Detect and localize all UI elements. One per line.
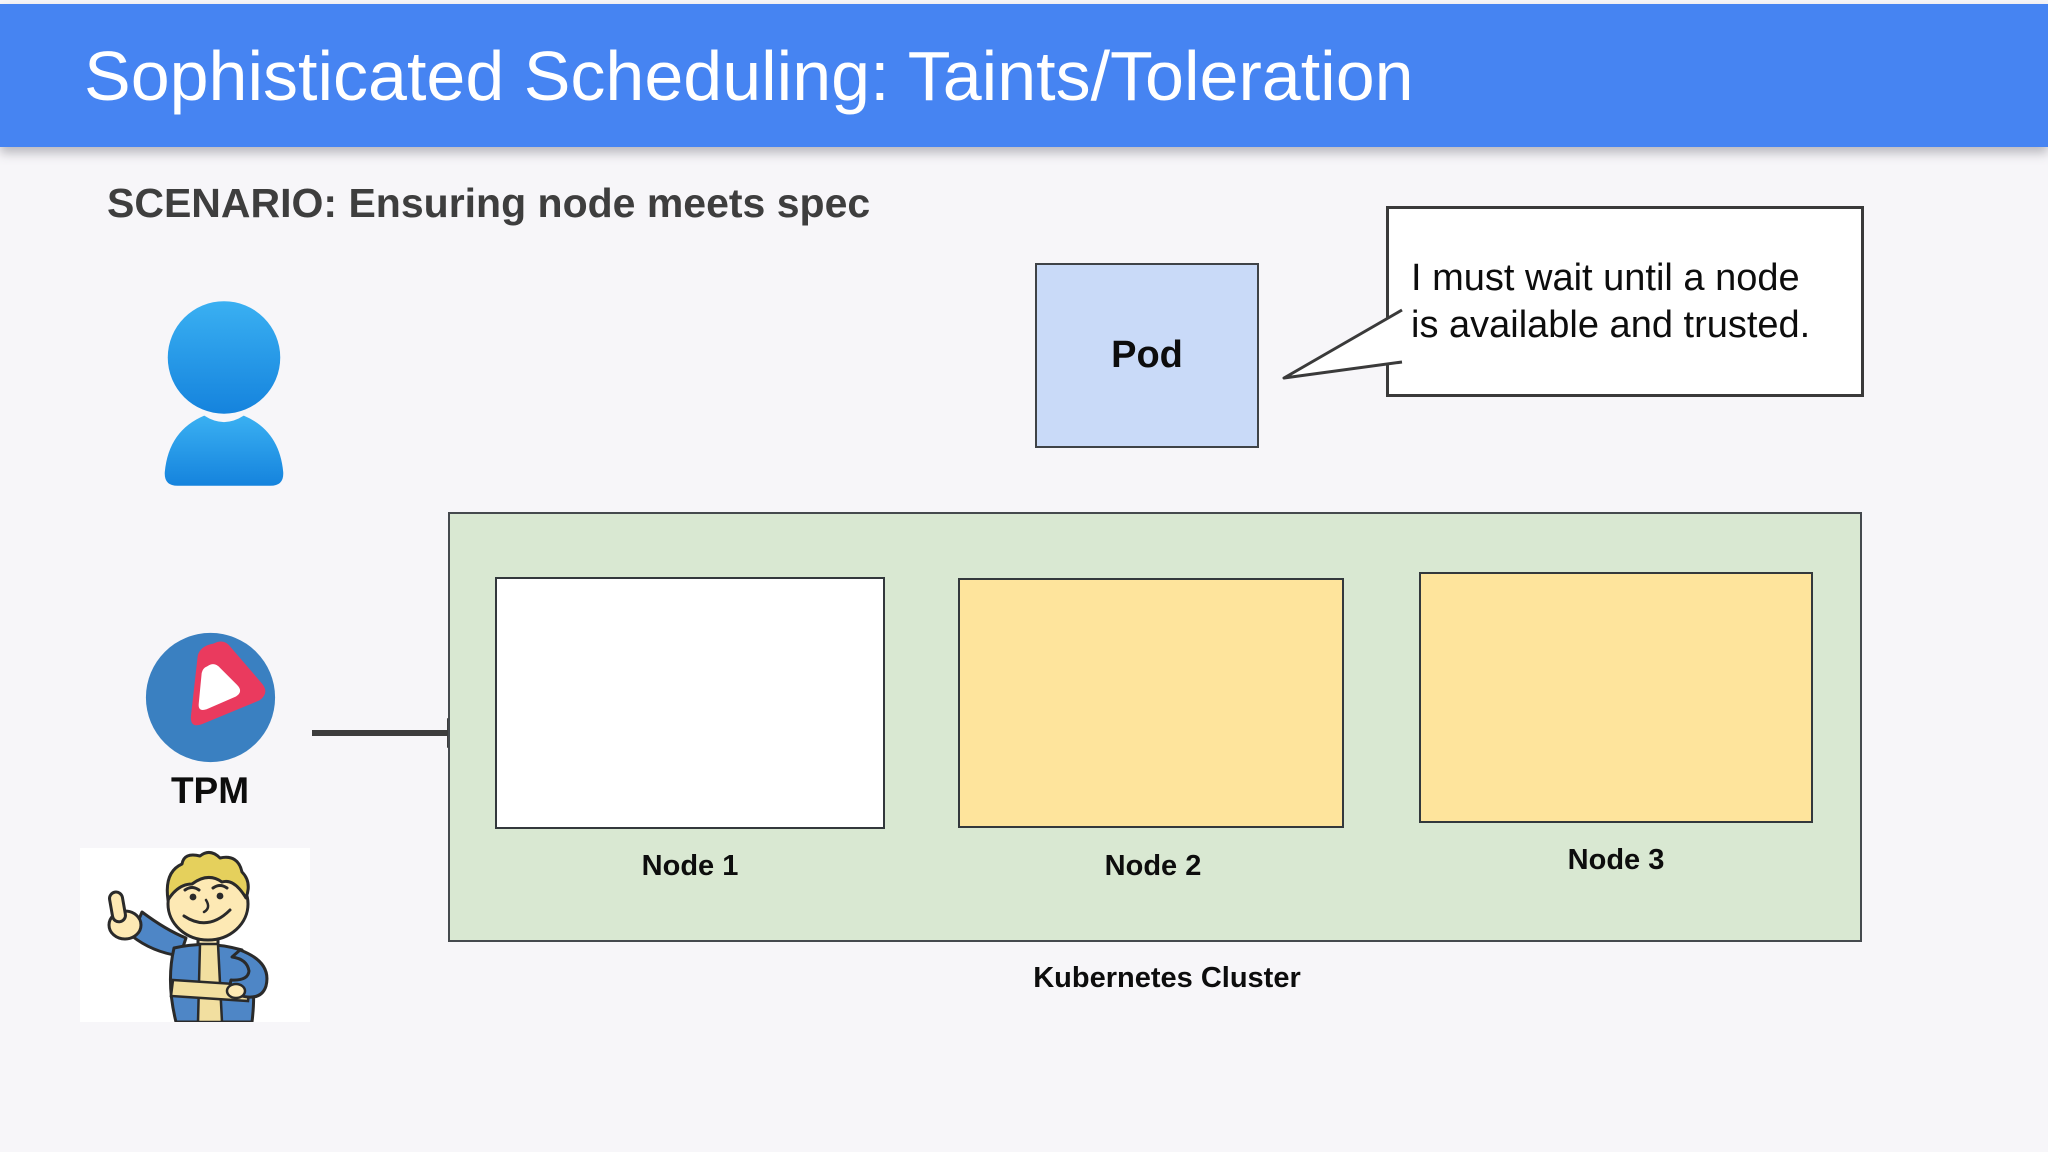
speech-bubble-tail: [1282, 308, 1403, 380]
user-silhouette-icon: [164, 301, 284, 486]
tpm-logo-icon: [145, 632, 276, 763]
scenario-heading: SCENARIO: Ensuring node meets spec: [107, 180, 871, 226]
pod-box: Pod: [1035, 263, 1259, 448]
speech-bubble-line2: is available and trusted.: [1411, 303, 1811, 346]
pod-label: Pod: [1111, 334, 1183, 376]
node-3-box: [1419, 572, 1813, 823]
slide-header-bar: Sophisticated Scheduling: Taints/Tolerat…: [0, 4, 2048, 147]
node-3-label: Node 3: [1567, 844, 1665, 876]
speech-bubble: I must wait until a node is available an…: [1386, 206, 1864, 397]
node-2-box: [958, 578, 1344, 828]
tpm-label: TPM: [170, 770, 250, 811]
speech-bubble-line1: I must wait until a node: [1411, 256, 1800, 299]
node-1-box: [495, 577, 885, 829]
node-2-label: Node 2: [1104, 850, 1202, 882]
kubernetes-cluster-label: Kubernetes Cluster: [1033, 962, 1301, 994]
vault-boy-thumbs-up-image: [80, 848, 310, 1022]
kubernetes-cluster-box: Node 1 Node 2 Node 3: [448, 512, 1862, 942]
node-1-label: Node 1: [641, 850, 739, 882]
slide-title: Sophisticated Scheduling: Taints/Tolerat…: [84, 36, 1414, 115]
